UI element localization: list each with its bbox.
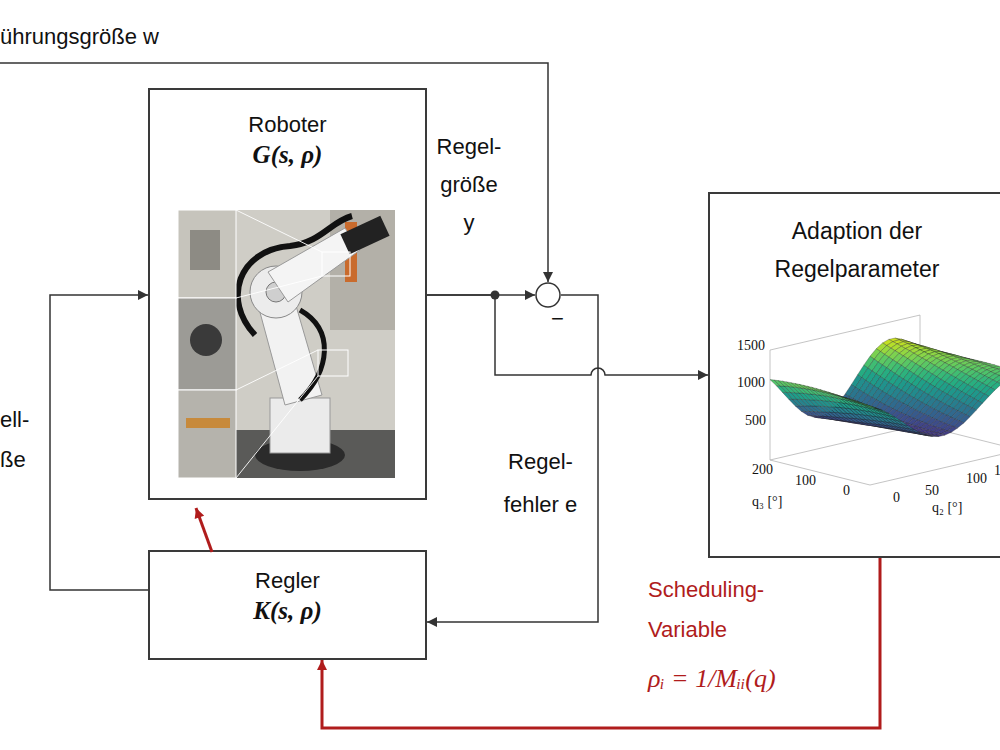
zoom-frame — [318, 350, 348, 376]
axis-tick: 100 — [795, 473, 825, 489]
signal-label: ührungsgröße w — [0, 24, 260, 50]
system-block: RoboterG(s, ρ) — [148, 88, 427, 500]
signal-arrow — [427, 294, 535, 296]
block-title: Roboter — [150, 112, 425, 138]
axis-tick: 500 — [745, 413, 775, 429]
detail-part — [186, 418, 230, 428]
surface-patch — [916, 432, 927, 435]
axis-title: q₂ [°] — [932, 500, 992, 516]
plot-axis — [920, 425, 1000, 450]
scheduling-arrow — [196, 508, 212, 552]
detail-photo — [178, 210, 236, 298]
zoom-frame — [322, 252, 350, 276]
signal-arrow — [427, 295, 708, 375]
surface-patch — [903, 425, 914, 430]
transfer-function: K(s, ρ) — [150, 598, 425, 624]
surface-patch — [885, 412, 895, 417]
scheduling-arrow — [322, 558, 880, 728]
axis-tick: 1500 — [737, 338, 777, 354]
detail-photo — [178, 390, 236, 478]
summing-junction: − — [535, 282, 561, 308]
block-title: Regler — [150, 568, 425, 594]
controller-block: ReglerK(s, ρ) — [148, 550, 427, 660]
signal-label: Scheduling- Variable — [648, 570, 793, 650]
surface-plot — [770, 315, 1000, 485]
lab-shelf — [330, 210, 395, 330]
signal-arrow — [50, 295, 148, 590]
plot-axis — [770, 460, 870, 485]
detail-photo — [178, 298, 236, 390]
plot-axis — [770, 315, 920, 350]
plot-axis — [770, 350, 771, 460]
formula: ρᵢ = 1/Mᵢᵢ(q) — [648, 664, 888, 694]
signal-label: ell- ße — [0, 400, 40, 480]
axis-title: q₃ [°] — [752, 494, 812, 510]
sign-label: − — [551, 306, 567, 332]
photo-background — [178, 210, 395, 478]
transfer-function: G(s, ρ) — [150, 142, 425, 168]
axis-tick: 0 — [843, 483, 863, 499]
axis-tick: 100 — [966, 471, 996, 487]
robot-foot — [270, 398, 330, 453]
axis-tick: 1000 — [737, 375, 777, 391]
detail-part — [190, 324, 222, 356]
block-title: Adaption der Regelparameter — [757, 212, 957, 288]
surface-patch — [891, 416, 902, 421]
axis-tick: 200 — [752, 462, 782, 478]
axis-tick: 1 — [994, 463, 1000, 479]
branch-point — [491, 291, 500, 300]
axis-tick: 0 — [893, 490, 913, 506]
axis-tick: 50 — [925, 483, 950, 499]
summing-circle — [536, 283, 560, 307]
surface-patch — [866, 406, 877, 409]
surface-patch — [910, 429, 920, 433]
robot-cable — [300, 310, 324, 400]
detail-part — [190, 230, 220, 270]
signal-label: Regel- fehler e — [503, 440, 578, 526]
lab-wall — [236, 210, 395, 478]
robot-photo — [178, 210, 395, 478]
robot-cable — [238, 216, 352, 335]
junction-outline — [535, 282, 561, 308]
signal-arrow — [427, 295, 598, 622]
signal-label: Regel- größe y — [433, 128, 505, 242]
plot-axis — [770, 425, 920, 460]
zoom-line — [236, 210, 322, 478]
surface-patch — [897, 420, 907, 425]
robot-tool — [340, 216, 389, 255]
